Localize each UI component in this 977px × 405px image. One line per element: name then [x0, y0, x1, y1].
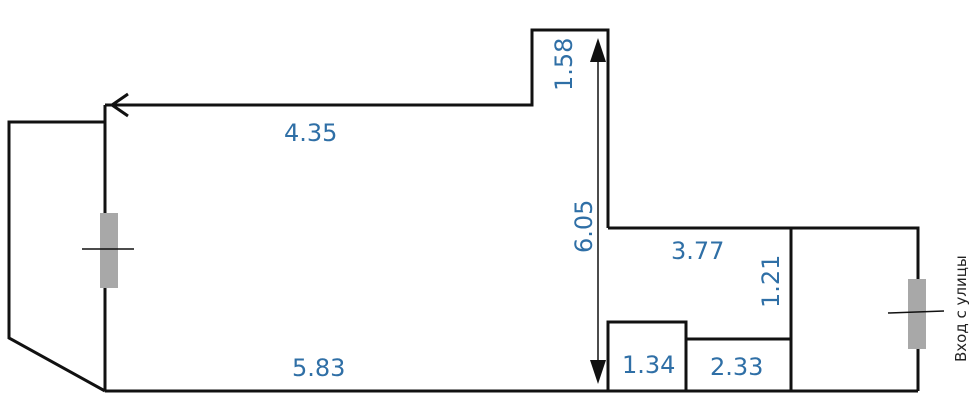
dim-small-room-a: 1.34	[622, 351, 675, 379]
vertical-arrow-bottom	[590, 360, 606, 384]
right-window	[887, 279, 945, 349]
dim-room-right-width: 3.77	[671, 237, 724, 265]
right-window-bar	[908, 279, 926, 349]
vertical-arrow-top	[590, 38, 606, 62]
dim-top-wall: 4.35	[284, 119, 337, 147]
dim-main-height: 6.05	[570, 200, 598, 253]
top-wall	[105, 28, 610, 228]
small-room-a-wall	[606, 320, 688, 391]
annex-wall	[7, 120, 106, 393]
dim-room-right-height: 1.21	[757, 255, 785, 308]
dim-small-room-b: 2.33	[710, 353, 763, 381]
right-window-line	[887, 310, 945, 314]
dim-niche-height: 1.58	[550, 38, 578, 91]
left-window-bar	[100, 213, 118, 288]
left-window	[82, 213, 134, 288]
top-arrow-head	[109, 92, 129, 118]
entrance-label: Вход с улицы	[952, 255, 970, 362]
dim-bottom-wall: 5.83	[292, 354, 345, 382]
